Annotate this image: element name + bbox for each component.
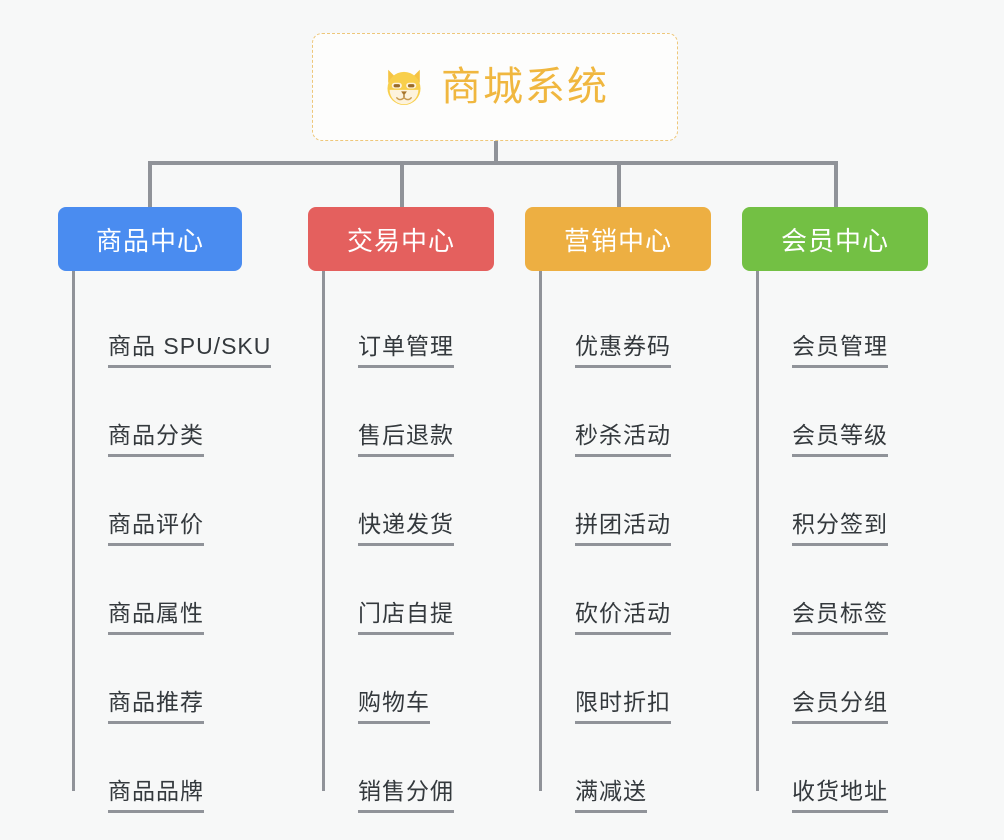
leaf-item[interactable]: 售后退款 [322,368,494,457]
branch-label-2: 交易中心 [346,225,455,256]
branch-column-1: 商品中心 商品 SPU/SKU 商品分类 商品评价 商品属性 商品推荐 商品品牌 [58,207,272,813]
leaf-item[interactable]: 商品属性 [72,546,271,635]
leaf-item[interactable]: 销售分佣 [322,724,494,813]
leaf-label: 会员等级 [792,422,888,457]
leaf-item[interactable]: 门店自提 [322,546,494,635]
root-node[interactable]: 商城系统 [312,33,678,141]
leaf-list-4: 会员管理 会员等级 积分签到 会员标签 会员分组 收货地址 [756,271,928,813]
leaf-item[interactable]: 收货地址 [756,724,928,813]
connector-drop-4 [834,161,838,207]
leaf-list-1: 商品 SPU/SKU 商品分类 商品评价 商品属性 商品推荐 商品品牌 [72,271,272,813]
leaf-label: 积分签到 [792,511,888,546]
leaf-item[interactable]: 优惠券码 [539,279,711,368]
leaf-item[interactable]: 商品品牌 [72,724,271,813]
leaf-label: 会员标签 [792,600,888,635]
leaf-label: 砍价活动 [575,600,671,635]
leaf-item[interactable]: 商品推荐 [72,635,271,724]
leaf-item[interactable]: 快递发货 [322,457,494,546]
branch-header-4[interactable]: 会员中心 [742,207,928,271]
leaf-item[interactable]: 商品 SPU/SKU [72,279,272,368]
leaf-label: 会员分组 [792,689,888,724]
leaf-item[interactable]: 积分签到 [756,457,928,546]
leaf-label: 购物车 [358,689,430,724]
leaf-item[interactable]: 满减送 [539,724,711,813]
leaf-label: 门店自提 [358,600,454,635]
leaf-label: 商品属性 [108,600,204,635]
leaf-label: 商品 SPU/SKU [108,333,272,368]
connector-bus-bar [148,161,838,165]
branch-column-4: 会员中心 会员管理 会员等级 积分签到 会员标签 会员分组 收货地址 [742,207,928,813]
root-title: 商城系统 [441,65,609,109]
leaf-label: 商品分类 [108,422,204,457]
leaf-list-3: 优惠券码 秒杀活动 拼团活动 砍价活动 限时折扣 满减送 [539,271,711,813]
leaf-item[interactable]: 会员分组 [756,635,928,724]
leaf-item[interactable]: 秒杀活动 [539,368,711,457]
branch-label-3: 营销中心 [563,225,672,256]
branch-label-4: 会员中心 [780,225,889,256]
leaf-item[interactable]: 限时折扣 [539,635,711,724]
leaf-label: 售后退款 [358,422,454,457]
branch-header-2[interactable]: 交易中心 [308,207,494,271]
leaf-label: 订单管理 [358,333,454,368]
connector-root-stem [494,141,498,163]
leaf-item[interactable]: 商品分类 [72,368,271,457]
connector-drop-2 [400,161,404,207]
branch-column-3: 营销中心 优惠券码 秒杀活动 拼团活动 砍价活动 限时折扣 满减送 [525,207,711,813]
connector-drop-3 [617,161,621,207]
leaf-label: 满减送 [575,778,647,813]
leaf-list-2: 订单管理 售后退款 快递发货 门店自提 购物车 销售分佣 [322,271,494,813]
leaf-label: 优惠券码 [575,333,671,368]
leaf-label: 收货地址 [792,778,888,813]
leaf-label: 会员管理 [792,333,888,368]
leaf-item[interactable]: 会员管理 [756,279,928,368]
leaf-item[interactable]: 拼团活动 [539,457,711,546]
leaf-label: 秒杀活动 [575,422,671,457]
leaf-label: 拼团活动 [575,511,671,546]
leaf-label: 商品推荐 [108,689,204,724]
leaf-item[interactable]: 砍价活动 [539,546,711,635]
leaf-label: 商品品牌 [108,778,204,813]
leaf-item[interactable]: 订单管理 [322,279,494,368]
leaf-item[interactable]: 商品评价 [72,457,271,546]
leaf-item[interactable]: 会员标签 [756,546,928,635]
branch-header-3[interactable]: 营销中心 [525,207,711,271]
leaf-label: 限时折扣 [575,689,671,724]
leaf-item[interactable]: 会员等级 [756,368,928,457]
leaf-label: 商品评价 [108,511,204,546]
leaf-label: 销售分佣 [358,778,454,813]
branch-header-1[interactable]: 商品中心 [58,207,242,271]
branch-label-1: 商品中心 [95,225,204,256]
shiba-dog-face-icon [387,69,421,107]
leaf-label: 快递发货 [358,511,454,546]
branch-column-2: 交易中心 订单管理 售后退款 快递发货 门店自提 购物车 销售分佣 [308,207,494,813]
connector-drop-1 [148,161,152,207]
leaf-item[interactable]: 购物车 [322,635,494,724]
